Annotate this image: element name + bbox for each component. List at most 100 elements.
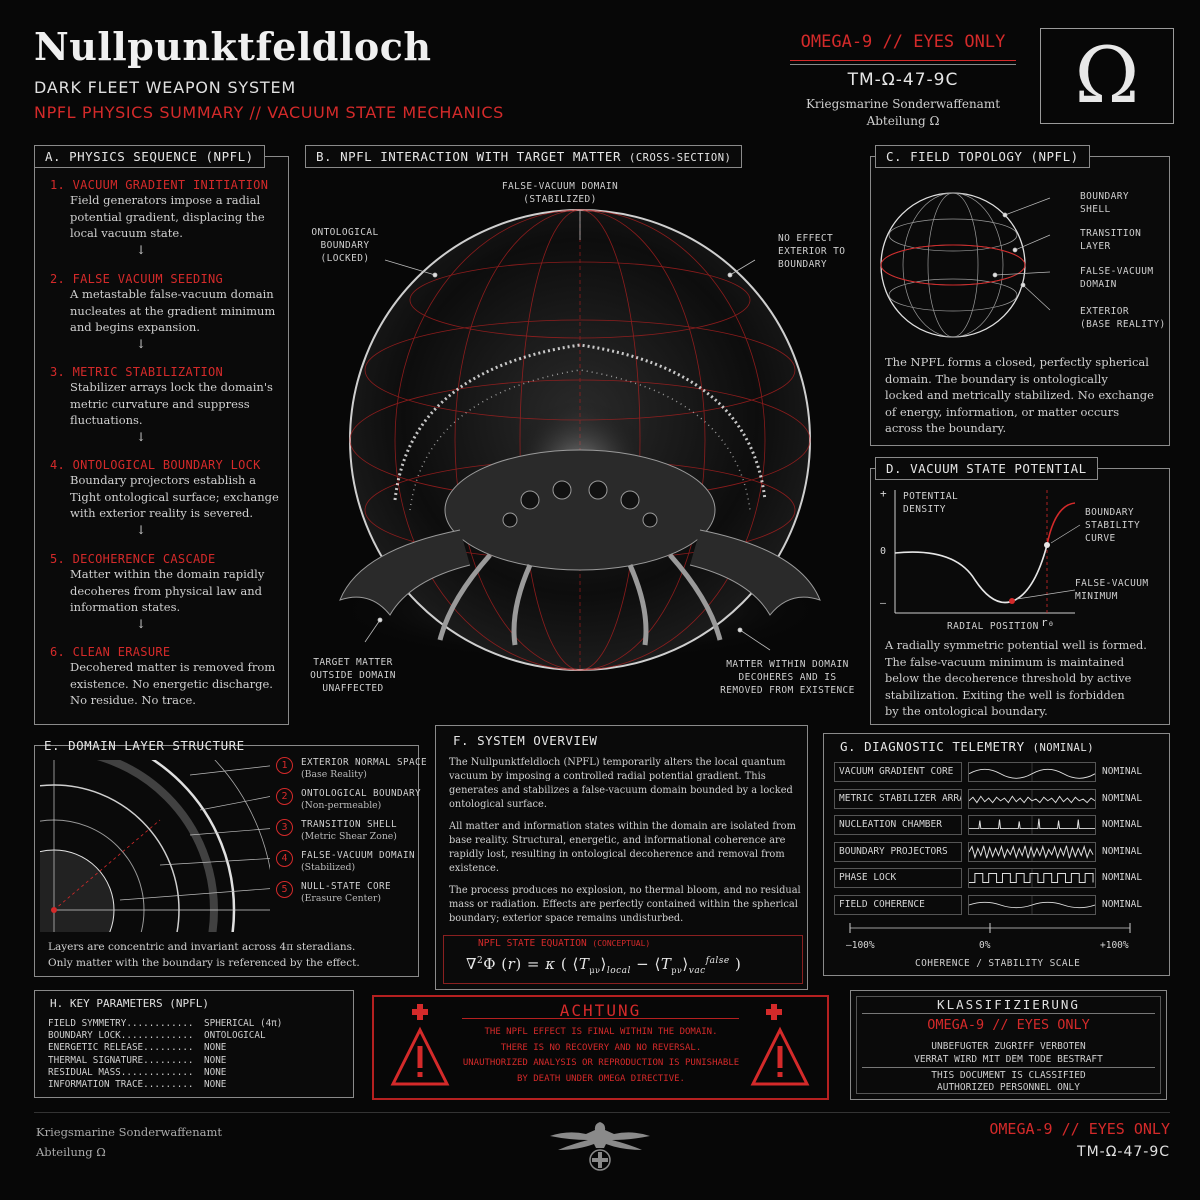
warning-triangle-right [750,1004,810,1086]
callout-lines [364,210,771,651]
parameter-row: RESIDUAL MASS.............NONE [48,1067,282,1079]
cross-icon [412,1004,428,1020]
arrow-down-icon: ↓ [136,336,147,351]
telemetry-label: FIELD COHERENCE [834,894,962,915]
classification-level: OMEGA-9 // EYES ONLY [927,1017,1090,1033]
warning-title: ACHTUNG [559,1001,642,1020]
parameter-value: ONTOLOGICAL [204,1030,266,1042]
layer-subtitle: (Base Reality) [301,769,367,780]
warning-icon [390,1026,450,1086]
parameter-row: THERMAL SIGNATURE.........NONE [48,1055,282,1067]
key-parameters-list: FIELD SYMMETRY............SPHERICAL (4π)… [48,1018,282,1091]
domain-layer-notes: Layers are concentric and invariant acro… [48,941,360,969]
telemetry-label: VACUUM GRADIENT CORE [834,762,962,782]
telemetry-status: NOMINAL [1102,819,1143,830]
eagle-emblem-icon [550,1122,650,1171]
layer-subtitle: (Metric Shear Zone) [301,831,397,842]
label-false-vacuum-domain: FALSE-VACUUM DOMAIN(STABILIZED) [501,181,619,205]
target-creature [339,449,821,646]
layer-subtitle: (Stabilized) [301,862,356,873]
parameter-row: ENERGETIC RELEASE.........NONE [48,1042,282,1054]
layer-name: FALSE-VACUUM DOMAIN [301,850,415,861]
telemetry-waveform [968,815,1096,835]
axis-minus: – [880,598,887,609]
scale-mid: 0% [979,940,991,951]
arrow-down-icon: ↓ [136,429,147,444]
panel-diagnostic-telemetry [823,733,1170,976]
topology-description: The NPFL forms a closed, perfectly spher… [885,355,1154,435]
axis-label-r0: r₀ [1041,616,1055,629]
telemetry-status: NOMINAL [1102,872,1143,883]
layer-subtitle: (Erasure Center) [301,893,381,904]
sequence-step-heading: 5. DECOHERENCE CASCADE [50,552,216,566]
document-subtitle: DARK FLEET WEAPON SYSTEM [34,78,297,97]
omega-icon: Ω [1074,31,1140,121]
parameter-value: NONE [204,1054,227,1066]
layer-number-badge: 2 [276,788,293,805]
scale-label: COHERENCE / STABILITY SCALE [915,958,1081,969]
axis-plus: + [880,487,887,500]
classification-inner-frame [856,996,1161,1094]
footer-classification: OMEGA-9 // EYES ONLY [989,1120,1170,1138]
parameter-value: SPHERICAL (4π) [204,1018,283,1029]
document-title: Nullpunktfeldloch [34,24,432,69]
achtung-warning-box [372,995,829,1100]
panel-key-parameters [34,990,354,1098]
classification-divider [862,1013,1155,1014]
panel-h-title: H. KEY PARAMETERS (NPFL) [50,997,209,1010]
warning-divider [462,1018,739,1019]
panel-f-title: F. SYSTEM OVERVIEW [453,733,598,748]
panel-e-title: E. DOMAIN LAYER STRUCTURE [44,738,245,753]
telemetry-waveform [968,868,1096,888]
parameter-value: NONE [204,1066,227,1078]
potential-curve-chart [894,490,1081,614]
telemetry-label: METRIC STABILIZER ARRAY [834,788,962,809]
warning-triangle-left [390,1004,450,1086]
telemetry-label: PHASE LOCK [834,868,962,888]
layer-number-badge: 1 [276,757,293,774]
topology-label-exterior: EXTERIOR(BASE REALITY) [1080,306,1166,330]
header-org-line1: Kriegsmarine Sonderwaffenamt [805,97,1001,111]
parameter-row: BOUNDARY LOCK.............ONTOLOGICAL [48,1030,282,1042]
potential-description: A radially symmetric potential well is f… [885,639,1147,718]
telemetry-waveform [968,762,1096,782]
telemetry-label: BOUNDARY PROJECTORS [834,841,962,862]
panel-g-title: G. DIAGNOSTIC TELEMETRY (NOMINAL) [840,739,1095,754]
domain-layer-diagram [40,760,270,932]
parameter-row: INFORMATION TRACE.........NONE [48,1079,282,1091]
layer-name: EXTERIOR NORMAL SPACE [301,757,427,768]
sequence-step-heading: 4. ONTOLOGICAL BOUNDARY LOCK [50,458,261,472]
layer-subtitle: (Non-permeable) [301,800,382,811]
panel-b-title: B. NPFL INTERACTION WITH TARGET MATTER (… [305,145,743,168]
parameter-key: INFORMATION TRACE......... [48,1079,194,1091]
decoherence-cloud [393,343,767,511]
telemetry-waveform [968,894,1096,915]
classification-title: KLASSIFIZIERUNG [937,997,1080,1012]
arrow-down-icon: ↓ [136,522,147,537]
panel-system-overview [435,725,808,990]
layer-number-badge: 5 [276,881,293,898]
panel-field-topology [870,156,1170,446]
panel-physics-sequence [34,156,289,725]
field-topology-sphere [880,192,1051,338]
